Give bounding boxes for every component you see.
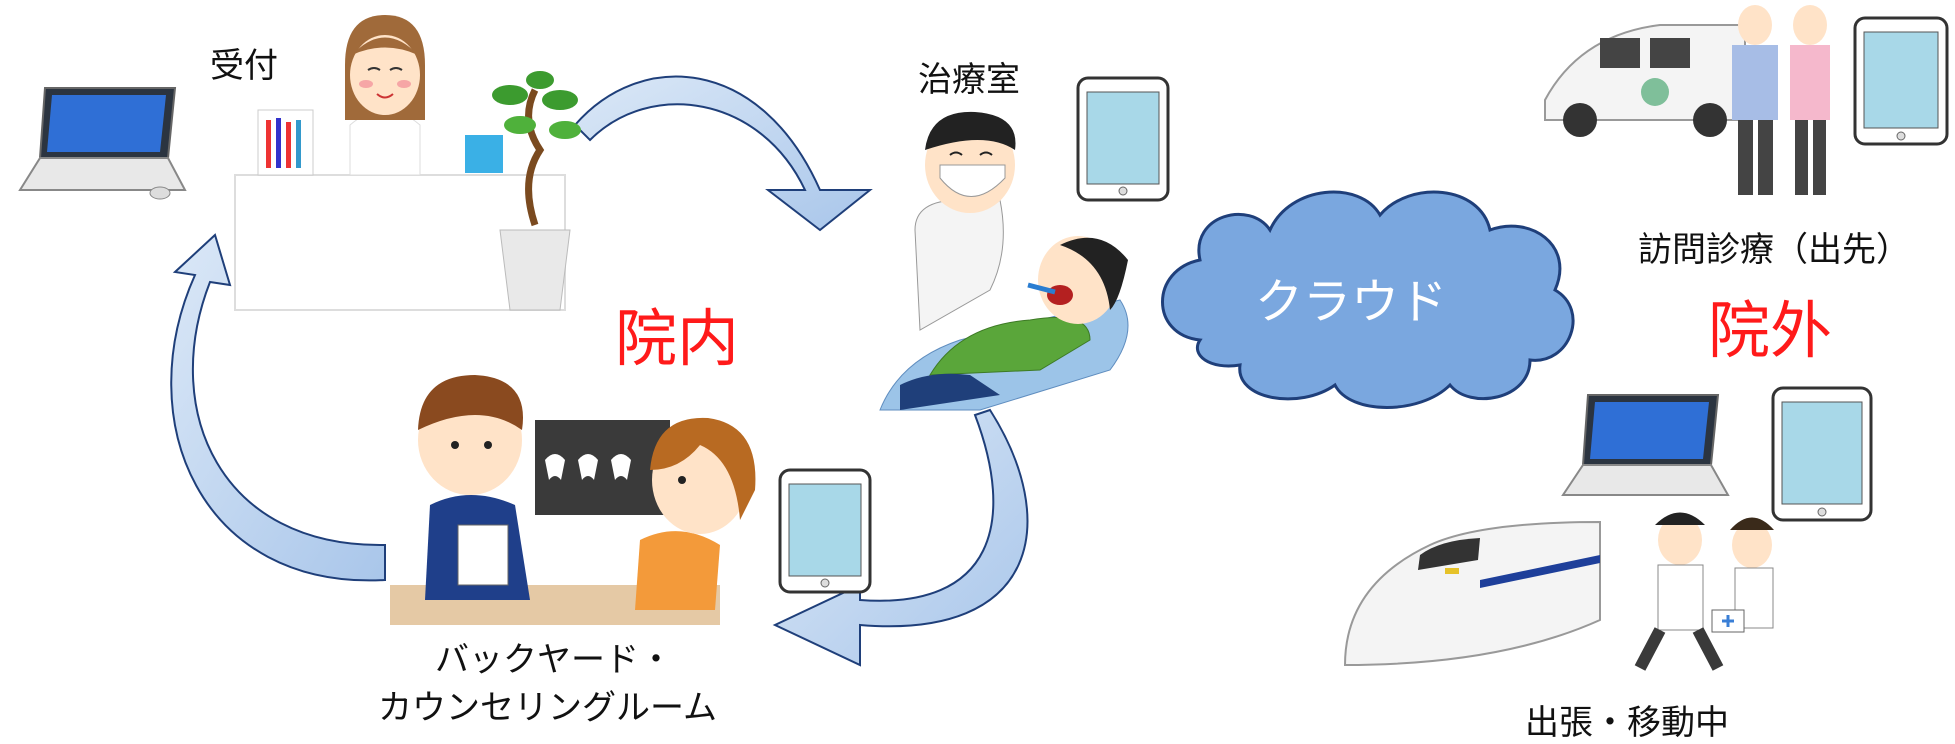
reception-label: 受付 [210,46,278,86]
home-visit-label: 訪問診療（出先） [1638,230,1910,270]
arrow-treatment-to-backyard [772,408,1029,667]
outside-region-label: 院外 [1708,294,1833,367]
tablet-icon [1076,76,1170,202]
doctor-icon [1634,512,1724,671]
arrow-reception-to-treatment [573,75,873,232]
arrow-backyard-to-reception [170,233,386,582]
inside-region-label: 院内 [615,302,740,375]
cloud-label: クラウド [1255,274,1448,330]
patient-icon [879,236,1129,411]
dentist-icon [914,111,1016,331]
tablet-icon [1771,386,1873,522]
plant-icon [492,71,581,311]
backyard-label-line2: カウンセリングルーム [378,688,717,728]
bullet-train-icon [1343,520,1601,667]
receptionist-icon [345,15,425,176]
client-icon [635,417,756,610]
teeth-board [535,420,670,515]
staff-icon [418,375,530,600]
backyard-label-line1: バックヤード・ [435,640,673,680]
business-trip-label: 出張・移動中 [1525,703,1729,743]
laptop-icon [18,87,187,200]
tablet-icon [1853,16,1949,146]
nurse-icon [1790,5,1830,195]
doctor-icon [1732,5,1778,195]
treatment-room-label: 治療室 [918,60,1020,100]
nurse-icon [1711,517,1774,633]
van-icon [1544,24,1746,137]
tablet-icon [778,468,872,594]
laptop-icon [1561,394,1730,496]
